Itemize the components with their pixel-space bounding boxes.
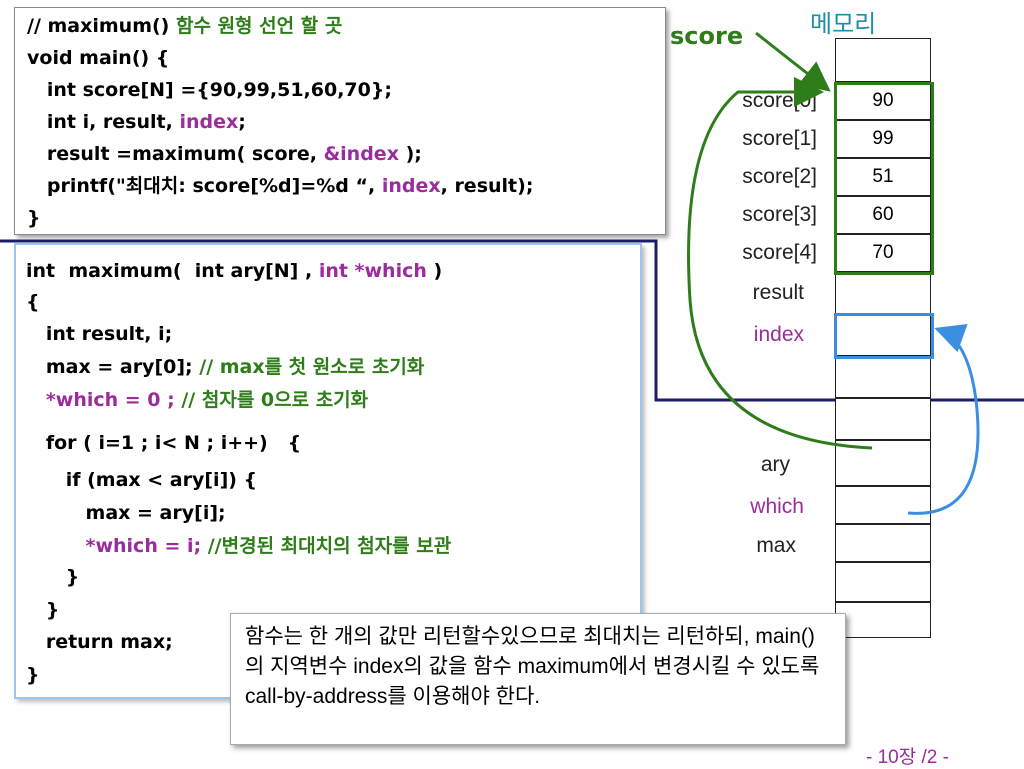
which-arrow bbox=[907, 323, 980, 515]
main-code-line-7: } bbox=[27, 207, 41, 229]
memory-cell-empty-4 bbox=[835, 602, 931, 638]
main-code-box: // maximum() 함수 원형 선언 할 곳 void main() { … bbox=[14, 7, 666, 235]
label-result: result bbox=[752, 281, 804, 304]
label-score2: score[2] bbox=[742, 165, 817, 188]
max-code-line-4: max = ary[0]; // max를 첫 원소로 초기화 bbox=[26, 356, 425, 378]
main-code-line-5: result =maximum( score, &index ); bbox=[27, 143, 422, 165]
memory-cell-empty-3 bbox=[835, 562, 931, 602]
main-code-line-4: int i, result, index; bbox=[27, 111, 246, 133]
max-code-line-6: for ( i=1 ; i< N ; i++) { bbox=[26, 432, 302, 454]
memory-cell-score4: 70 bbox=[835, 234, 931, 272]
label-which: which bbox=[750, 495, 804, 518]
label-score1: score[1] bbox=[742, 127, 817, 150]
max-code-line-11: } bbox=[26, 599, 60, 621]
explanation-note: 함수는 한 개의 값만 리턴할수있으므로 최대치는 리턴하되, main()의 … bbox=[230, 613, 846, 745]
main-code-line-2: void main() { bbox=[27, 47, 170, 69]
memory-cell-empty-2 bbox=[835, 398, 931, 440]
memory-cell-score3: 60 bbox=[835, 196, 931, 234]
main-code-line-3: int score[N] ={90,99,51,60,70}; bbox=[27, 79, 392, 101]
score-arrow bbox=[755, 31, 831, 92]
memory-cell-empty-1 bbox=[835, 356, 931, 398]
max-code-line-2: { bbox=[26, 291, 40, 313]
memory-cell-index bbox=[835, 314, 931, 356]
max-code-line-10: } bbox=[26, 566, 80, 588]
memory-cell-max bbox=[835, 524, 931, 562]
max-code-line-5: *which = 0 ; // 첨자를 0으로 초기화 bbox=[26, 389, 369, 411]
max-code-line-13: } bbox=[26, 664, 40, 686]
score-label: score bbox=[670, 22, 744, 50]
label-score3: score[3] bbox=[742, 203, 817, 226]
main-code-line-1: // maximum() 함수 원형 선언 할 곳 bbox=[27, 15, 343, 37]
max-code-line-7: if (max < ary[i]) { bbox=[26, 469, 258, 491]
index-cell-highlight bbox=[834, 313, 934, 359]
max-code-line-1: int maximum( int ary[N] , int *which ) bbox=[26, 260, 443, 282]
label-max: max bbox=[756, 534, 796, 557]
label-ary: ary bbox=[760, 453, 790, 476]
memory-cell-top bbox=[835, 38, 931, 82]
memory-cell-which bbox=[835, 486, 931, 524]
max-code-line-9: *which = i; //변경된 최대치의 첨자를 보관 bbox=[26, 535, 452, 557]
memory-title: 메모리 bbox=[810, 11, 877, 38]
memory-cell-score1: 99 bbox=[835, 120, 931, 158]
max-code-line-8: max = ary[i]; bbox=[26, 502, 226, 524]
page-number: - 10장 /2 - bbox=[866, 747, 949, 768]
label-index: index bbox=[753, 323, 804, 346]
max-code-line-3: int result, i; bbox=[26, 323, 173, 345]
memory-cell-score2: 51 bbox=[835, 158, 931, 196]
label-score4: score[4] bbox=[742, 241, 817, 264]
main-code-line-6: printf("최대치: score[%d]=%d “, index, resu… bbox=[27, 175, 534, 197]
ary-arrow bbox=[687, 77, 873, 450]
max-code-line-12: return max; bbox=[26, 631, 173, 653]
score-array-highlight bbox=[834, 82, 934, 275]
